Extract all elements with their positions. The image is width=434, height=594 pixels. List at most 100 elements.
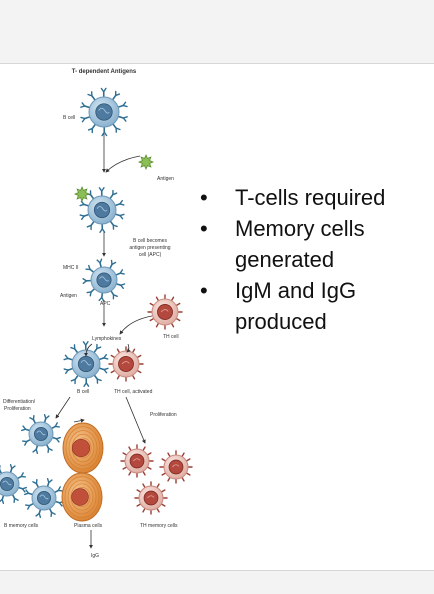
receptor-icon — [83, 382, 87, 387]
bullet-dot-icon: • — [200, 185, 208, 210]
receptor-icon — [88, 264, 91, 271]
receptor-icon — [111, 261, 117, 266]
receptor-icon — [109, 263, 113, 270]
receptor-icon — [73, 348, 79, 354]
chromatin-icon — [160, 309, 169, 313]
label-apc: APC — [100, 301, 111, 307]
er-layer-icon — [65, 426, 101, 470]
chromatin-icon — [147, 495, 155, 499]
receptor-icon — [93, 374, 99, 380]
spike-icon — [136, 354, 142, 359]
b-cell-icon — [63, 341, 109, 387]
nucleus-icon — [118, 356, 134, 372]
t-cell-icon — [108, 346, 144, 382]
receptor-icon — [25, 489, 30, 494]
spike-icon — [131, 374, 136, 380]
spike-icon — [136, 369, 142, 374]
receptor-icon — [99, 262, 102, 269]
nucleus-icon — [93, 201, 111, 219]
b-cell-icon — [79, 187, 125, 233]
spike-icon — [146, 466, 152, 470]
spike-icon — [161, 472, 167, 476]
er-layer-icon — [64, 476, 100, 518]
nucleus-icon — [71, 488, 89, 506]
receptor-icon — [74, 374, 79, 381]
arrow-lymphokine-icon — [126, 343, 131, 353]
receptor-icon — [85, 341, 89, 346]
t-cell-icon — [147, 294, 183, 330]
label-lymphokines: Lymphokines — [92, 336, 122, 342]
arrow-layer — [55, 134, 153, 549]
bullet-item: • T-cells required — [200, 182, 430, 213]
bullet-list: •T-cells required •Memory cells generate… — [200, 182, 430, 337]
spike-icon — [167, 452, 171, 458]
spike-icon — [185, 472, 191, 476]
spike-icon — [160, 503, 166, 507]
nucleus-icon — [34, 426, 49, 441]
spike-icon — [160, 489, 166, 493]
bullet-text: T-cells required — [235, 185, 386, 210]
receptor-icon — [101, 131, 105, 137]
receptor-icon — [96, 346, 102, 350]
spike-icon — [167, 476, 171, 482]
receptor-icon — [87, 127, 94, 131]
nucleus-icon — [157, 304, 173, 320]
receptor-icon — [58, 502, 63, 507]
arrow-plasma-icon — [73, 418, 85, 423]
spike-icon — [146, 452, 152, 456]
receptor-icon — [80, 116, 86, 120]
receptor-icon — [0, 469, 3, 475]
receptor-icon — [114, 213, 121, 217]
spike-icon — [149, 302, 155, 307]
diagram-title: T- dependent Antigens — [72, 69, 137, 75]
spike-icon — [155, 296, 160, 302]
spike-icon — [110, 369, 116, 374]
receptor-icon — [117, 115, 125, 119]
spike-icon — [136, 489, 142, 493]
antigen-shape-icon — [138, 154, 154, 170]
receptor-icon — [32, 448, 37, 453]
bullet-item: •IgM and IgG produced — [200, 275, 430, 337]
nucleus-icon — [37, 490, 52, 505]
label-plasma: Plasma cells — [74, 523, 103, 529]
receptor-icon — [83, 203, 90, 207]
spike-icon — [116, 348, 121, 354]
b-cell-icon — [21, 414, 61, 454]
spike-icon — [142, 446, 146, 452]
arrow-proliferation-icon — [125, 396, 146, 444]
receptor-icon — [98, 296, 103, 302]
chromatin-icon — [98, 107, 110, 114]
b-cell-icon — [80, 87, 128, 137]
label-th-memory: TH memory cells — [140, 523, 178, 529]
label-apc-desc-2: antigen presenting — [129, 245, 170, 251]
spike-icon — [155, 322, 160, 328]
spike-icon — [142, 507, 146, 513]
spike-icon — [170, 296, 175, 302]
receptor-icon — [103, 368, 108, 374]
nucleus-icon — [77, 355, 95, 373]
spike-icon — [175, 302, 181, 307]
receptor-icon — [83, 213, 90, 217]
receptor-icon — [93, 347, 98, 354]
receptor-icon — [67, 357, 74, 361]
receptor-icon — [89, 268, 95, 273]
label-differentiation-1: Differentiation/ — [3, 399, 36, 405]
receptor-icon — [70, 378, 76, 382]
t-dependent-antigen-diagram: T- dependent Antigens B cell Antigen B c… — [0, 69, 193, 559]
antigen-shape-icon — [74, 186, 90, 202]
receptor-icon — [119, 214, 124, 220]
spike-icon — [156, 483, 160, 489]
chromatin-icon — [2, 480, 12, 486]
receptor-icon — [103, 87, 107, 93]
spike-icon — [142, 483, 146, 489]
receptor-icon — [119, 272, 125, 275]
spike-icon — [170, 322, 175, 328]
label-apc-desc-3: cell (APC) — [139, 252, 162, 258]
chromatin-icon — [39, 494, 49, 500]
chromatin-icon — [80, 360, 92, 366]
er-layer-icon — [70, 483, 94, 511]
spike-icon — [185, 458, 191, 462]
receptor-icon — [86, 224, 92, 228]
receptor-icon — [101, 292, 104, 299]
label-th-activated: TH cell, activated — [114, 389, 153, 395]
